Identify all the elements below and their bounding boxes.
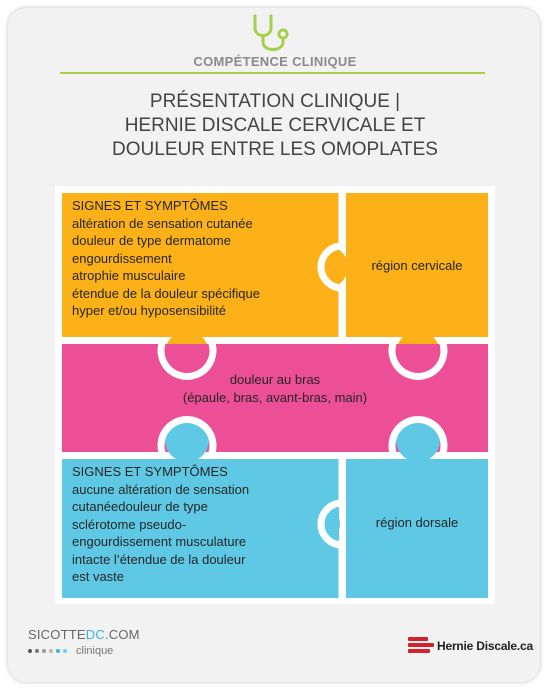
section-label: COMPÉTENCE CLINIQUE [193, 54, 357, 69]
page-title: PRÉSENTATION CLINIQUE | HERNIE DISCALE C… [0, 90, 550, 162]
bottom-left-line: cutanéedouleur de type [72, 499, 208, 514]
bottom-left-heading: SIGNES ET SYMPTÔMES [72, 464, 228, 479]
bottom-left-line: engourdissement musculature [72, 534, 247, 549]
top-left-heading: SIGNES ET SYMPTÔMES [72, 198, 228, 213]
header-divider [60, 72, 485, 74]
bottom-left-line: aucune altération de sensation [72, 481, 250, 497]
top-left-line: étendue de la douleur spécifique [72, 285, 260, 301]
piece-blue [62, 418, 488, 598]
bottom-left-line: sclérotome pseudo- [72, 516, 187, 532]
herniediscale-wordmark: Hernie Discale.ca [437, 638, 533, 653]
title-line-3: DOULEUR ENTRE LES OMOPLATES [112, 139, 438, 160]
logo-dots: clinique [28, 645, 140, 657]
sicottedc-wordmark: SICOTTEDC.COM [28, 627, 140, 642]
bottom-left-panel: SIGNES ET SYMPTÔMES aucune altération de… [72, 463, 249, 586]
stethoscope-icon [253, 14, 289, 51]
herniediscale-logo[interactable]: Hernie Discale.ca [408, 637, 533, 654]
herniediscale-icon [408, 637, 434, 654]
sicottedc-logo[interactable]: SICOTTEDC.COM clinique [28, 628, 140, 657]
middle-line-1: douleur au bras [229, 372, 321, 387]
top-left-line: engourdissement [72, 250, 172, 266]
middle-line-2: (épaule, bras, avant-bras, main) [182, 389, 368, 405]
top-left-line: altération de sensation cutanée [72, 215, 253, 231]
region-dorsal-label: région dorsale [375, 515, 459, 530]
bottom-left-line: intacte l’étendue de la douleur [72, 551, 246, 567]
title-line-1: PRÉSENTATION CLINIQUE | [149, 91, 401, 112]
sicottedc-sub: clinique [76, 645, 114, 657]
top-left-line: atrophie musculaire [72, 268, 186, 283]
top-left-panel: SIGNES ET SYMPTÔMES altération de sensat… [72, 197, 260, 320]
region-cervical-label: région cervicale [371, 258, 463, 273]
top-left-line: hyper et/ou hyposensibilité [72, 303, 226, 318]
top-left-line: douleur de type dermatome [72, 233, 231, 248]
bottom-left-line: est vaste [72, 569, 125, 584]
title-line-2: HERNIE DISCALE CERVICALE ET [124, 115, 426, 136]
middle-panel: douleur au bras (épaule, bras, avant-bra… [62, 371, 488, 406]
